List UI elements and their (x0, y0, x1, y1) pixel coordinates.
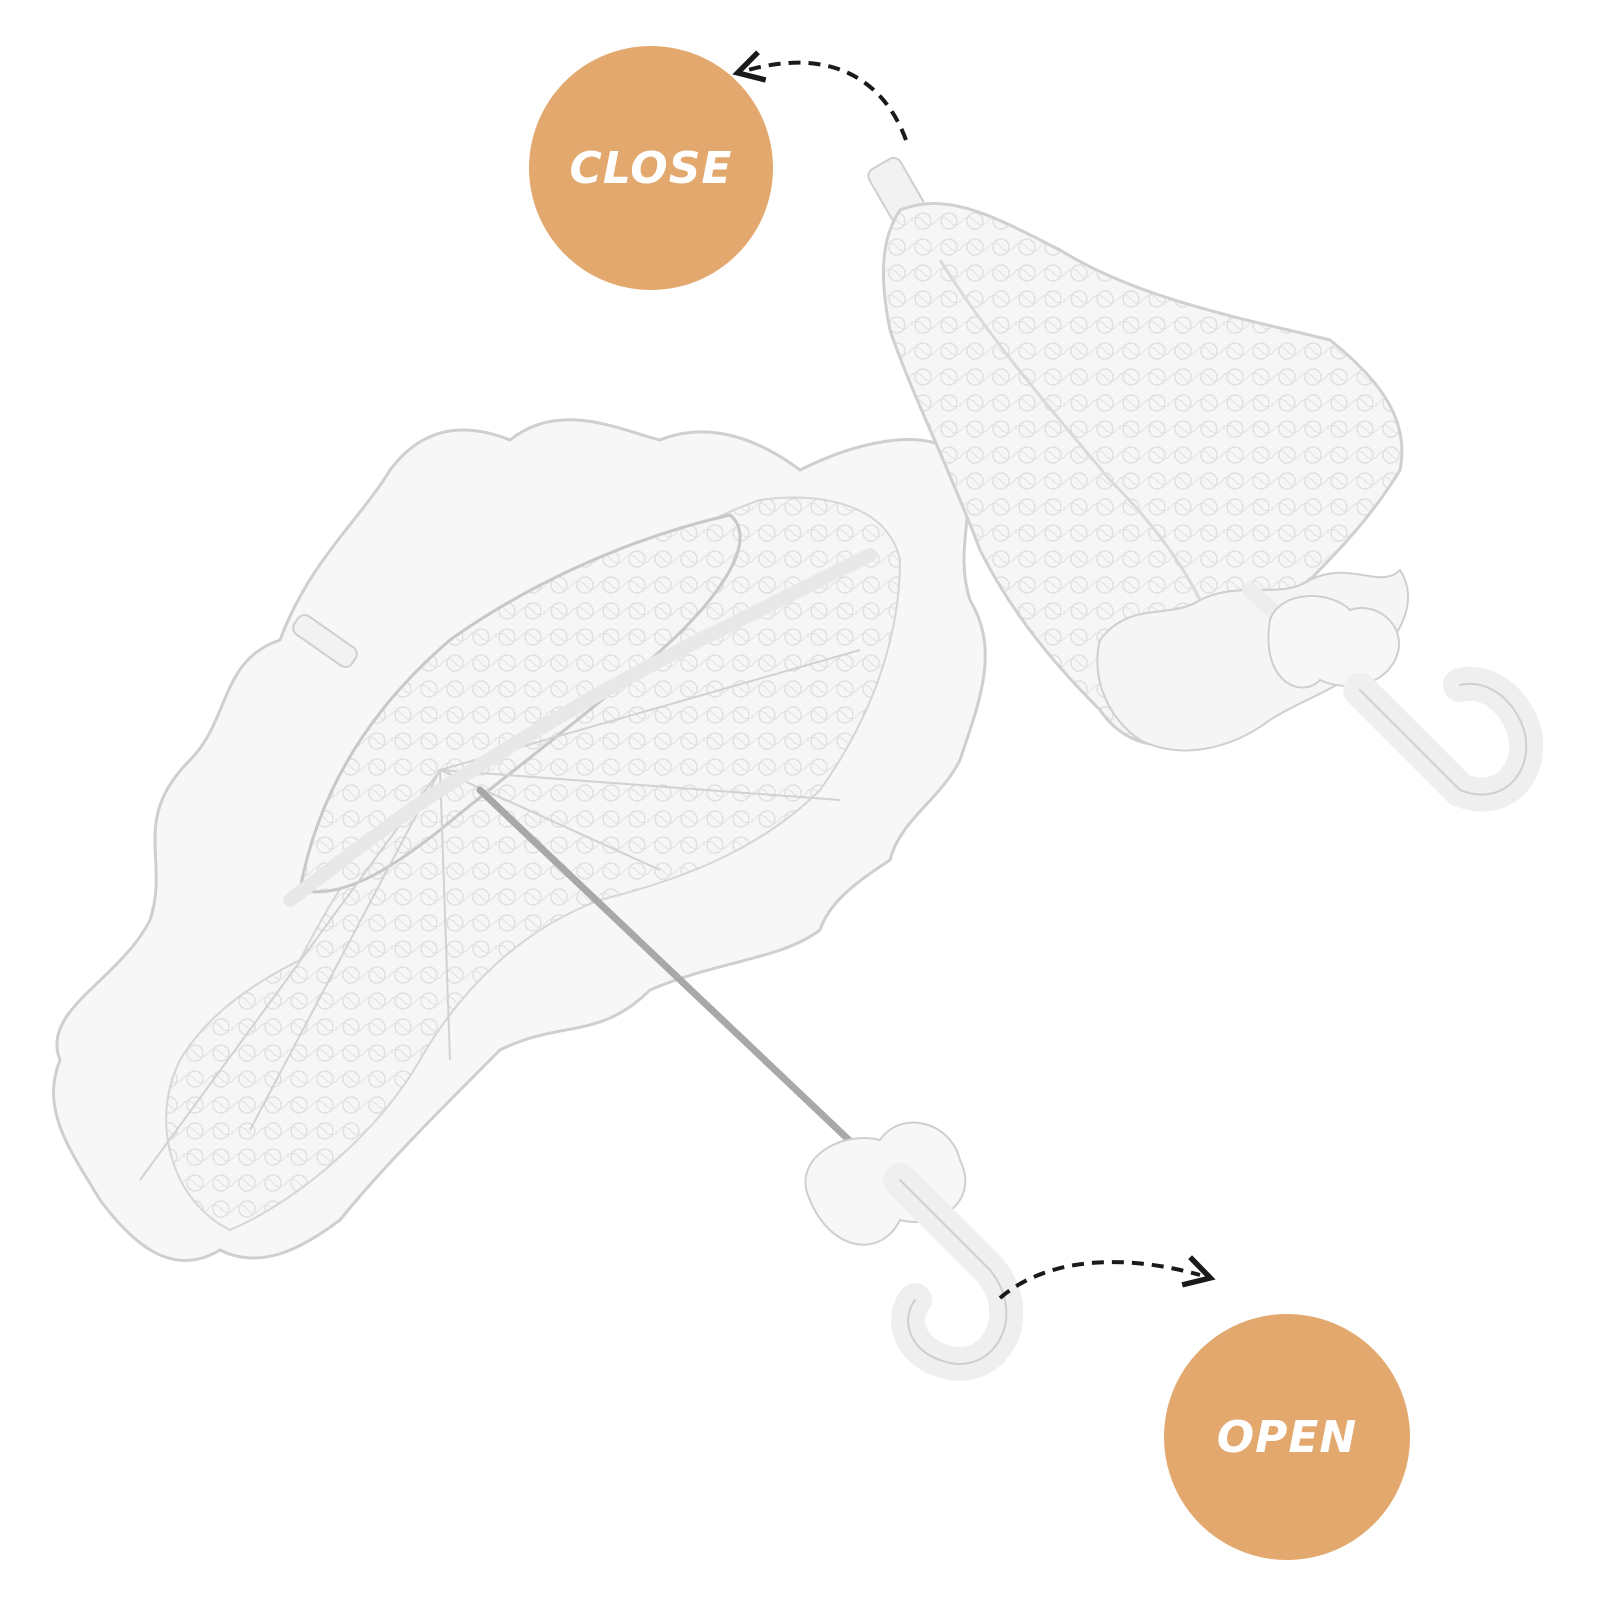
open-umbrella-tip (292, 614, 358, 668)
open-umbrella-shaft (476, 786, 874, 1164)
open-arrow-icon (998, 1255, 1216, 1300)
closed-umbrella-bow (1267, 595, 1400, 689)
open-badge: OPEN (1164, 1314, 1410, 1560)
open-label: OPEN (1216, 1411, 1358, 1463)
open-umbrella (52, 418, 1024, 1381)
close-label: CLOSE (569, 142, 733, 194)
closed-umbrella (867, 156, 1544, 812)
closed-umbrella-handle (1343, 666, 1544, 812)
open-umbrella-top (298, 513, 742, 894)
close-arrow-icon (732, 50, 908, 141)
close-badge: CLOSE (529, 46, 773, 290)
open-umbrella-rim (283, 548, 877, 907)
